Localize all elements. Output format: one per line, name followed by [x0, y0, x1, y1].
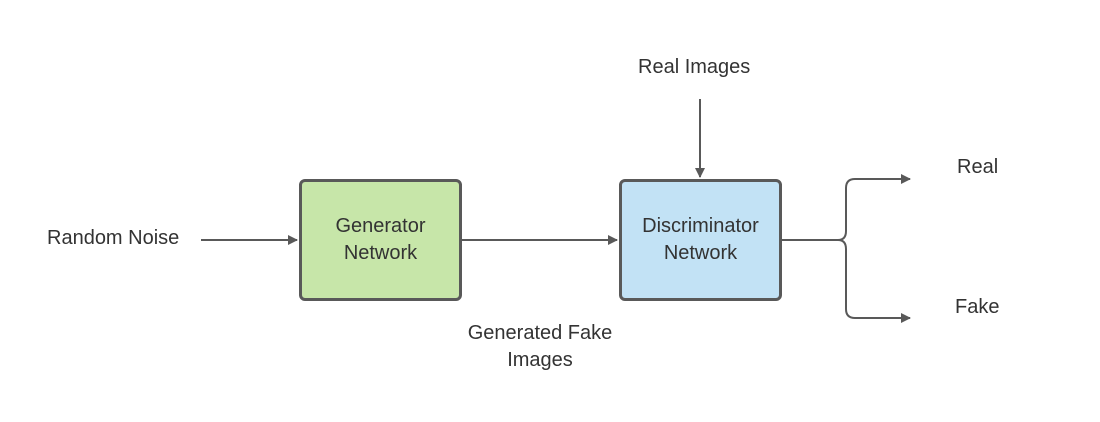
generator-label-line2: Network — [343, 242, 418, 264]
random-noise-label: Random Noise — [47, 227, 180, 249]
generated-label-line1: Generated Fake — [467, 322, 613, 344]
real-output-label: Real — [957, 156, 999, 178]
discriminator-label-line1: Discriminator — [642, 215, 759, 237]
output-brace — [837, 178, 910, 319]
discriminator-label-line2: Network — [663, 242, 738, 264]
real-images-label: Real Images — [638, 56, 751, 78]
generator-network-box: Generator Network — [299, 179, 462, 301]
generator-label-line1: Generator — [335, 215, 426, 237]
generated-fake-images-label: Generated Fake Images — [440, 320, 640, 374]
generated-label-line2: Images — [507, 349, 573, 371]
discriminator-network-box: Discriminator Network — [619, 179, 782, 301]
fake-output-label: Fake — [955, 296, 1000, 318]
